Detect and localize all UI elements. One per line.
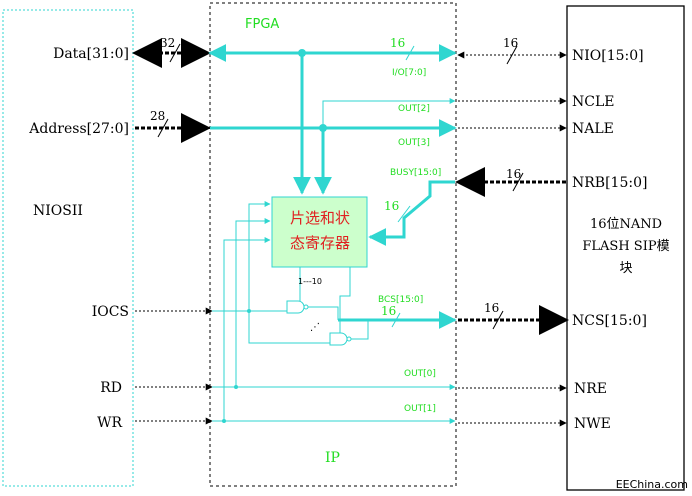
sig-io: I/O[7:0] [392, 68, 426, 78]
register-block [271, 196, 368, 268]
label-wr: WR [97, 415, 122, 431]
flash-title-2: FLASH SIP模 [582, 239, 669, 254]
sig-out1: OUT[1] [404, 404, 436, 414]
label-ncle: NCLE [572, 94, 614, 110]
label-nale: NALE [572, 121, 614, 137]
label-niosii: NIOSII [33, 203, 83, 219]
sig-dots: ⋰ [310, 322, 320, 333]
width-ncs-fpga: 16 [381, 304, 396, 318]
width-data-fpga: 16 [390, 36, 405, 50]
sig-bcs: BCS[15:0] [378, 295, 423, 305]
width-busy-right: 16 [506, 167, 521, 181]
sig-out0: OUT[0] [404, 369, 436, 379]
width-ncs-right: 16 [484, 301, 499, 315]
width-address: 28 [150, 109, 165, 123]
and-gate-1 [286, 300, 309, 314]
sig-out2: OUT[2] [398, 104, 430, 114]
width-data-right: 16 [503, 36, 518, 50]
label-rd: RD [100, 380, 122, 396]
label-iocs: IOCS [92, 304, 129, 320]
register-text-2: 态寄存器 [290, 234, 350, 252]
flash-title-3: 块 [619, 261, 632, 276]
label-nwe: NWE [574, 416, 611, 432]
flash-block [566, 5, 685, 491]
register-text-1: 片选和状 [290, 209, 350, 227]
flash-title-1: 16位NAND [590, 217, 662, 232]
label-nrb: NRB[15:0] [572, 175, 647, 191]
label-nre: NRE [574, 381, 607, 397]
niosii-block [2, 9, 134, 487]
label-nio: NIO[15:0] [572, 48, 644, 64]
bus-ticks-black [157, 43, 524, 330]
junction-dots [222, 49, 327, 423]
sig-out3: OUT[3] [398, 138, 430, 148]
and-gate-2 [329, 332, 352, 346]
sig-busy: BUSY[15:0] [390, 168, 441, 178]
watermark: EEChina.com [616, 478, 688, 491]
label-ncs: NCS[15:0] [572, 313, 647, 329]
width-busy-fpga: 16 [384, 199, 399, 213]
width-data-left: 32 [160, 36, 175, 50]
label-address: Address[27:0] [28, 121, 129, 137]
label-data: Data[31:0] [53, 46, 129, 62]
label-fpga: FPGA [245, 17, 279, 32]
label-ip: IP [325, 450, 340, 466]
fpga-block [209, 2, 457, 487]
sig-range: 1---10 [298, 277, 322, 286]
